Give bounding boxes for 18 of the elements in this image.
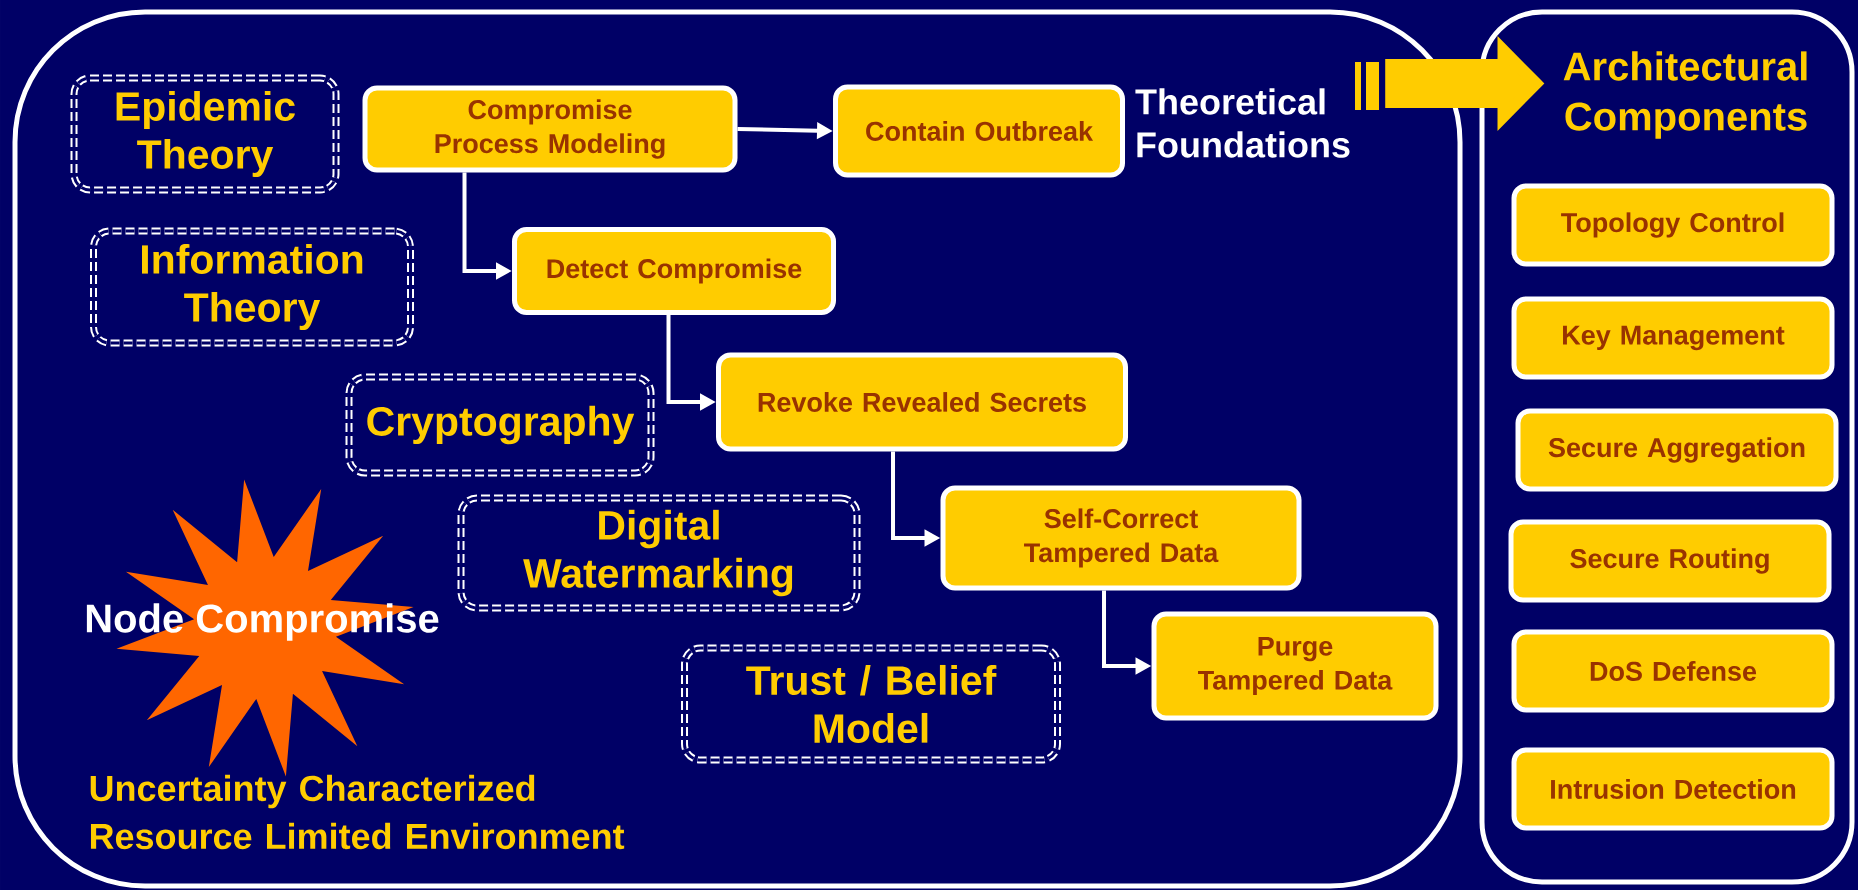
process-box: Secure Aggregation [1515, 408, 1839, 492]
process-box: Detect Compromise [512, 227, 836, 315]
theory-box: Digital Watermarking [457, 494, 861, 612]
process-box: Secure Routing [1508, 519, 1832, 603]
process-box: Revoke Revealed Secrets [716, 352, 1128, 452]
process-box: DoS Defense [1511, 629, 1835, 713]
process-box: Contain Outbreak [833, 84, 1125, 178]
theory-box: Cryptography [345, 373, 655, 477]
process-box: Key Management [1511, 296, 1835, 380]
theory-box: Epidemic Theory [70, 74, 340, 194]
process-box: Intrusion Detection [1511, 747, 1835, 831]
theory-box: Information Theory [90, 227, 414, 347]
process-box: Topology Control [1511, 183, 1835, 267]
theory-box: Trust / Belief Model [681, 644, 1061, 764]
process-box: Compromise Process Modeling [362, 85, 738, 173]
caption-text: Theoretical Foundations [1135, 88, 1350, 158]
process-box: Self-Correct Tampered Data [940, 485, 1302, 591]
process-box: Purge Tampered Data [1151, 611, 1439, 721]
